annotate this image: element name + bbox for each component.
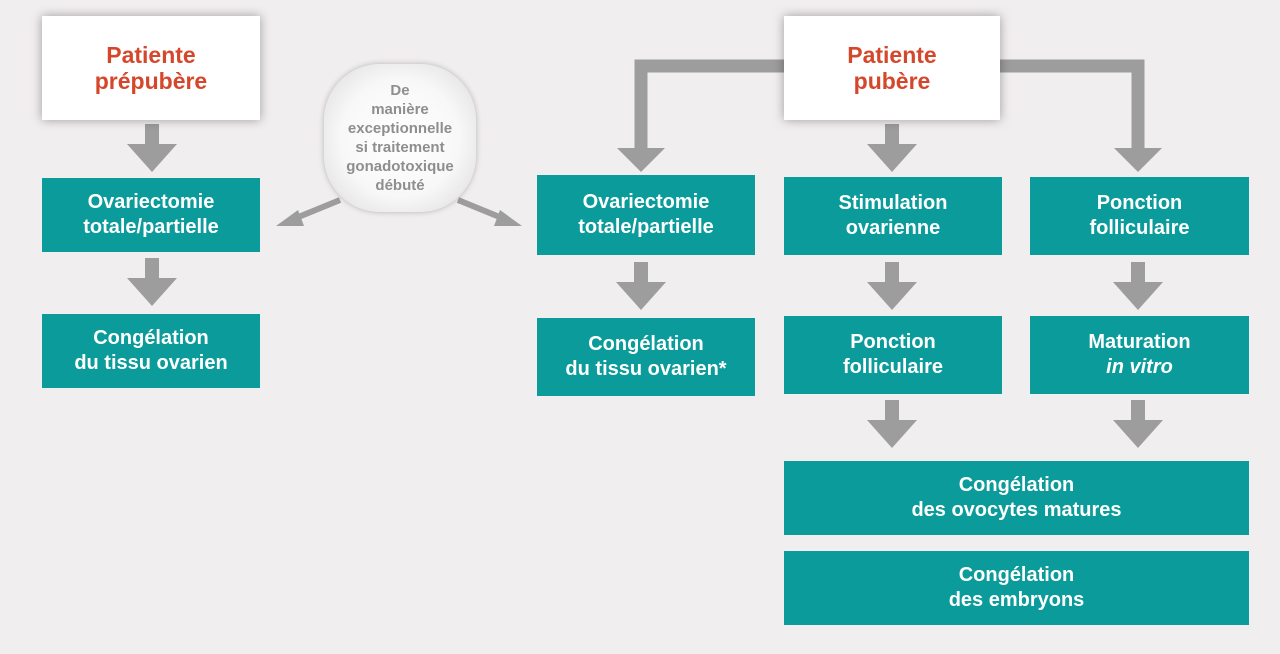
arrow-shaft — [885, 124, 899, 148]
note-arrow-right-head — [494, 210, 522, 226]
congelation-embryons-line1: Congélation — [958, 564, 1075, 586]
arrow-head — [127, 278, 177, 306]
patient-prepubere-line2: prépubère — [94, 68, 208, 94]
arrow-shaft — [885, 262, 899, 286]
congelation-tissu-right-line2: du tissu ovarien* — [565, 358, 727, 380]
arrow-shaft — [145, 124, 159, 148]
arrow-shaft — [634, 262, 648, 286]
stimulation-box: Stimulation ovarienne — [784, 177, 1002, 255]
maturation-line2: in vitro — [1106, 356, 1173, 378]
note-line: De — [390, 82, 410, 99]
stimulation-line1: Stimulation — [838, 192, 948, 214]
arrow-head — [616, 282, 666, 310]
arrow-head — [1113, 420, 1163, 448]
ponction-2-line2: folliculaire — [1089, 217, 1190, 239]
ovariectomie-right-line1: Ovariectomie — [582, 191, 710, 213]
exception-note: De manière exceptionnelle si traitement … — [324, 64, 476, 212]
note-line: exceptionnelle — [347, 120, 453, 137]
arrow-shaft — [885, 400, 899, 424]
ovariectomie-left-line1: Ovariectomie — [87, 191, 215, 213]
patient-pubere-box: Patiente pubère — [784, 16, 1000, 120]
congelation-embryons-box: Congélation des embryons — [784, 551, 1249, 625]
ovariectomie-right-box: Ovariectomie totale/partielle — [537, 175, 755, 255]
ponction-stimulation-box: Ponction folliculaire — [784, 316, 1002, 394]
congelation-ovocytes-box: Congélation des ovocytes matures — [784, 461, 1249, 535]
ponction-1-line1: Ponction — [850, 331, 936, 353]
arrow-head — [867, 282, 917, 310]
arrow-head — [867, 420, 917, 448]
congelation-tissu-left-line1: Congélation — [93, 327, 209, 349]
note-line: si traitement — [355, 139, 445, 156]
stimulation-line2: ovarienne — [845, 217, 941, 239]
congelation-tissu-right-box: Congélation du tissu ovarien* — [537, 318, 755, 396]
down-arrows — [127, 124, 1163, 448]
congelation-tissu-left-box: Congélation du tissu ovarien — [42, 314, 260, 388]
congelation-ovocytes-line1: Congélation — [958, 474, 1075, 496]
note-line: débuté — [375, 177, 425, 194]
note-arrows — [276, 197, 522, 226]
congelation-embryons-line2: des embryons — [948, 589, 1085, 611]
arrow-head — [1113, 282, 1163, 310]
congelation-ovocytes-line2: des ovocytes matures — [911, 499, 1122, 521]
arrow-shaft — [1131, 400, 1145, 424]
note-arrow-left-head — [276, 210, 304, 226]
arrow-shaft — [145, 258, 159, 282]
arrow-head — [617, 148, 665, 172]
arrow-head — [867, 144, 917, 172]
arrow-head — [1114, 148, 1162, 172]
ovariectomie-left-box: Ovariectomie totale/partielle — [42, 178, 260, 252]
note-line: manière — [371, 101, 429, 118]
ponction-1-line2: folliculaire — [842, 356, 944, 378]
congelation-tissu-right-line1: Congélation — [588, 333, 704, 355]
note-arrow-left-shaft — [294, 197, 342, 221]
arrow-head — [127, 144, 177, 172]
connector-pubere-to-ovariectomie — [634, 59, 785, 150]
note-arrow-right-shaft — [456, 197, 504, 221]
note-line: gonadotoxique — [346, 158, 454, 175]
ponction-2-line1: Ponction — [1096, 192, 1183, 214]
connector-pubere-to-ponction — [1000, 59, 1145, 150]
ovariectomie-left-line2: totale/partielle — [83, 216, 219, 238]
arrow-shaft — [1131, 262, 1145, 286]
ovariectomie-right-line2: totale/partielle — [578, 216, 714, 238]
ponction-folliculaire-box: Ponction folliculaire — [1030, 177, 1249, 255]
maturation-line1: Maturation — [1088, 331, 1191, 353]
patient-prepubere-line1: Patiente — [106, 42, 196, 68]
patient-pubere-line2: pubère — [853, 68, 931, 94]
patient-prepubere-box: Patiente prépubère — [42, 16, 260, 120]
congelation-tissu-left-line2: du tissu ovarien — [74, 352, 228, 374]
maturation-box: Maturation in vitro — [1030, 316, 1249, 394]
patient-pubere-line1: Patiente — [847, 42, 937, 68]
